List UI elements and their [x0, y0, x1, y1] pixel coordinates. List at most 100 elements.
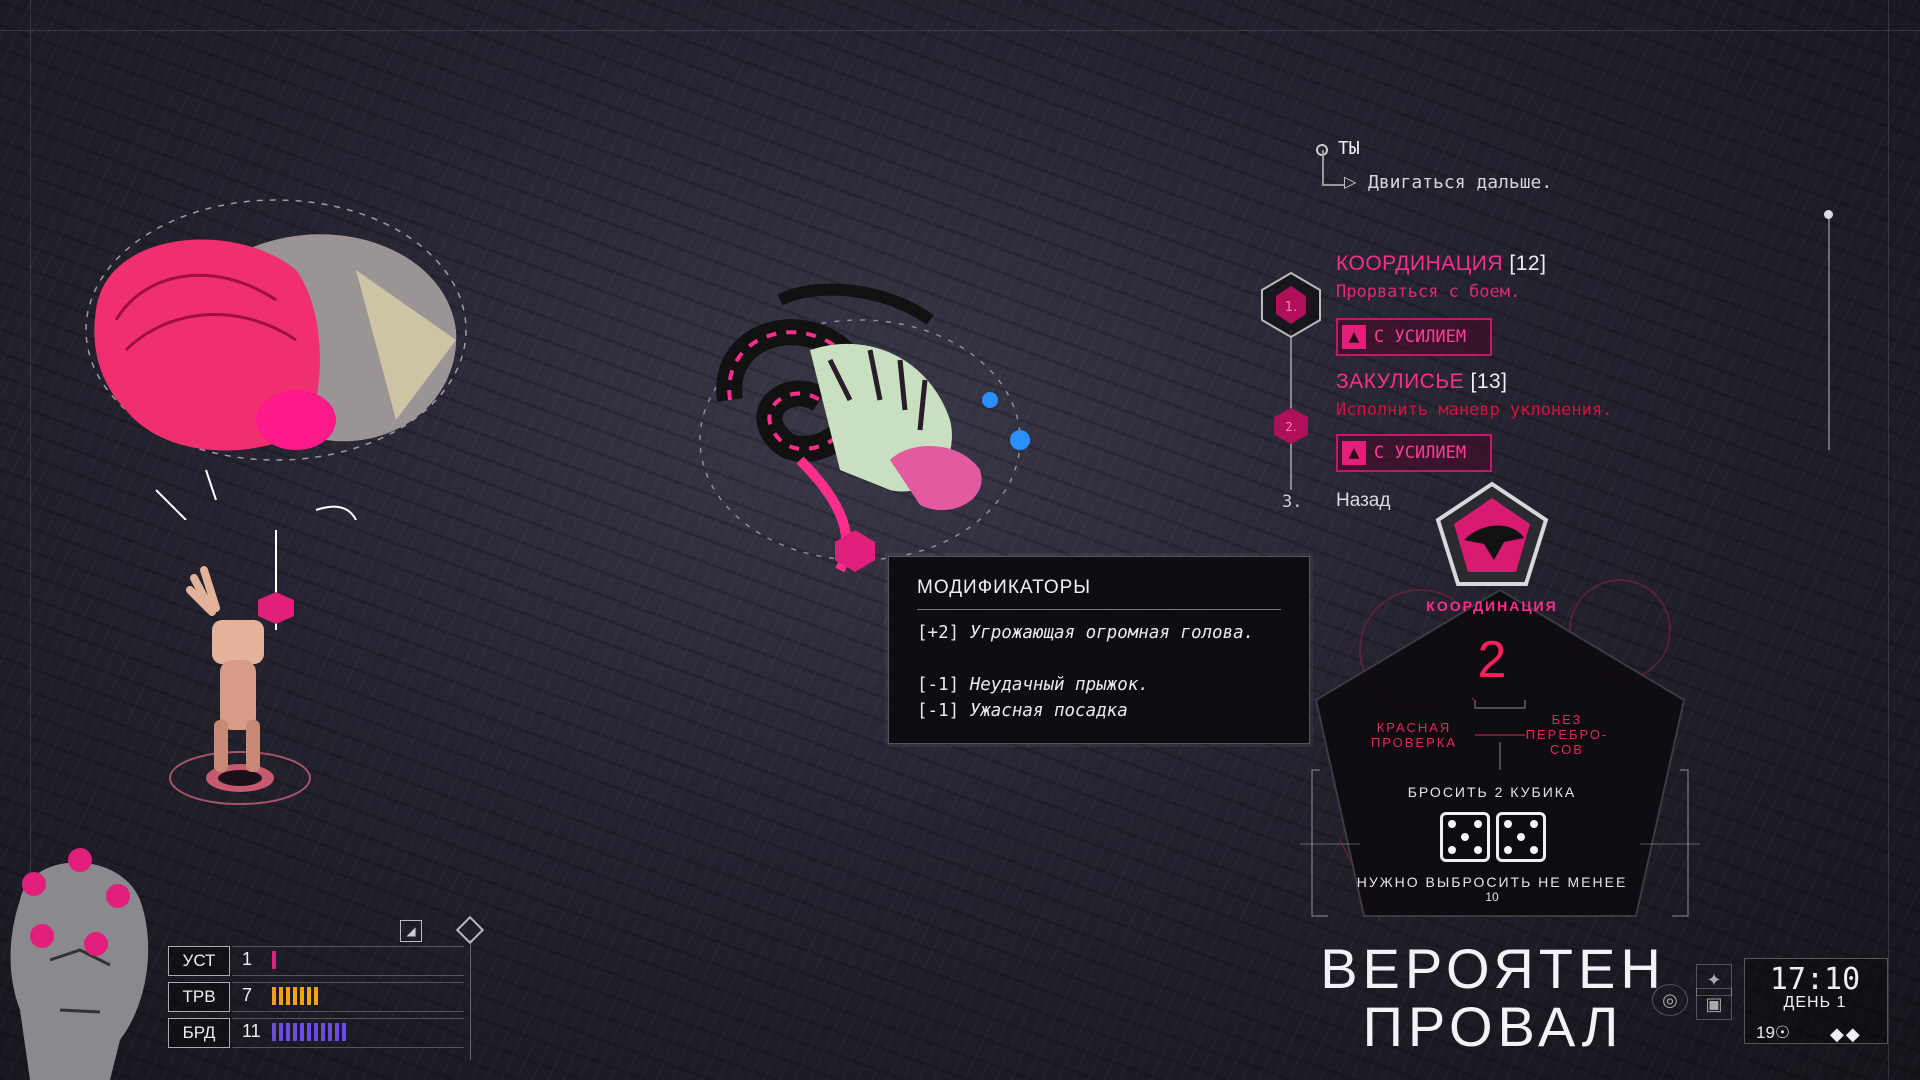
stat-value: 1 [242, 949, 253, 969]
stat-bar [272, 951, 276, 969]
money-counter: 19☉ [1756, 1023, 1791, 1042]
target-roll-value: 10 [1485, 890, 1499, 904]
option-2-skill-name: ЗАКУЛИСЬЕ [1336, 370, 1465, 393]
skill-check-panel [1300, 579, 1700, 920]
modifier-row: [-1] Неудачный прыжок. [917, 675, 1149, 695]
character-portrait[interactable] [0, 840, 160, 1080]
stat-level-tick [300, 987, 304, 1005]
option-3-number: 3. [1282, 492, 1303, 512]
svg-text:2.: 2. [1285, 420, 1296, 434]
health-morale-icon: ◆◆ [1830, 1024, 1862, 1045]
clock-time: 17:10 [1769, 962, 1861, 997]
player-figure [169, 530, 311, 805]
stat-level-tick [293, 987, 297, 1005]
modifier-value: [+2] [917, 623, 960, 643]
dialogue-scroll-knob[interactable] [1824, 210, 1833, 219]
stat-name: БРД [168, 1018, 230, 1048]
stat-track [232, 1018, 464, 1048]
red-check-label: КРАСНАЯ ПРОВЕРКА [1370, 720, 1458, 750]
stat-level-tick [321, 1023, 325, 1041]
speaker-name: ТЫ [1338, 138, 1360, 159]
stat-track [232, 946, 464, 976]
modifier-text: Ужасная посадка [969, 701, 1128, 721]
modifier-value: [-1] [917, 701, 960, 721]
option-2-hex-marker: 2. [1274, 408, 1308, 444]
svg-text:1.: 1. [1285, 300, 1297, 315]
modifiers-divider [917, 609, 1281, 610]
modifier-text: Неудачный прыжок. [969, 675, 1149, 695]
die-icon [1496, 812, 1546, 862]
modifier-row: [+2] Угрожающая огромная голова. [917, 623, 1270, 643]
option-2-effort-button[interactable]: ▲ С УСИЛИЕМ [1336, 434, 1492, 472]
stat-track [232, 982, 464, 1012]
stat-bar [272, 1023, 346, 1041]
no-retries-label: БЕЗ ПЕРЕБРО-СОВ [1525, 712, 1609, 757]
option-1-effort-label: С УСИЛИЕМ [1374, 327, 1467, 347]
option-1-difficulty: [12] [1509, 252, 1547, 275]
stat-row-endurance: УСТ 1 [168, 946, 468, 976]
stat-value: 11 [242, 1021, 261, 1041]
effort-icon: ▲ [1342, 325, 1366, 349]
option-2-skill[interactable]: ЗАКУЛИСЬЕ [13] [1336, 370, 1508, 394]
verdict-line-1: ВЕРОЯТЕН [1320, 937, 1666, 1000]
stat-row-nerve: ТРВ 7 [168, 982, 468, 1012]
hud-frame-left [30, 0, 31, 1080]
stat-level-tick [293, 1023, 297, 1041]
option-2-text[interactable]: Исполнить маневр уклонения. [1336, 400, 1613, 420]
thought-cabinet-icon[interactable]: ✦ [1696, 964, 1732, 996]
option-2-effort-label: С УСИЛИЕМ [1374, 443, 1467, 463]
stat-level-tick [307, 1023, 311, 1041]
clock-panel [1744, 958, 1888, 1044]
clock-day: ДЕНЬ 1 [1783, 994, 1847, 1011]
stat-level-tick [286, 1023, 290, 1041]
stats-divider [470, 940, 471, 1060]
verdict-line-2: ПРОВАЛ [1362, 995, 1624, 1058]
modifier-value: [-1] [917, 675, 960, 695]
stat-level-tick [279, 1023, 283, 1041]
stat-level-tick [342, 1023, 346, 1041]
stat-name: ТРВ [168, 982, 230, 1012]
hud-frame-right [1888, 0, 1889, 1080]
dialogue-connector [1322, 150, 1324, 186]
option-2-difficulty: [13] [1470, 370, 1508, 393]
previous-dialogue-line: Двигаться дальше. [1368, 172, 1553, 193]
stat-level-tick [328, 1023, 332, 1041]
die-icon [1440, 812, 1490, 862]
settings-icon[interactable]: ◎ [1652, 984, 1688, 1016]
modifier-row: [-1] Ужасная посадка [917, 701, 1128, 721]
stat-value: 7 [242, 985, 253, 1005]
stat-level-tick [300, 1023, 304, 1041]
stat-level-tick [335, 1023, 339, 1041]
target-roll-label: НУЖНО ВЫБРОСИТЬ НЕ МЕНЕЕ [1356, 874, 1628, 890]
stat-bar [272, 987, 318, 1005]
tiger-serpent-illustration [699, 283, 1030, 573]
check-value: 2 [1477, 631, 1507, 689]
arrow-right-icon: ▷ [1344, 172, 1357, 191]
stat-level-tick [272, 987, 276, 1005]
stat-row-mind: БРД 11 [168, 1018, 468, 1048]
check-verdict: ВЕРОЯТЕН ПРОВАЛ [1310, 940, 1676, 1056]
check-skill-name: КООРДИНАЦИЯ [1426, 598, 1558, 614]
modifiers-title: МОДИФИКАТОРЫ [917, 577, 1092, 598]
option-1-effort-button[interactable]: ▲ С УСИЛИЕМ [1336, 318, 1492, 356]
roll-dice-label: БРОСИТЬ 2 КУБИКА [1407, 784, 1577, 800]
stat-level-tick [307, 987, 311, 1005]
stat-level-tick [279, 987, 283, 1005]
option-3-back[interactable]: Назад [1336, 490, 1391, 511]
skull-thought-illustration [85, 199, 467, 520]
map-icon[interactable]: ◢ [400, 920, 422, 942]
modifiers-tooltip: МОДИФИКАТОРЫ [+2] Угрожающая огромная го… [888, 556, 1310, 744]
coordination-skill-badge [1435, 481, 1549, 586]
effort-icon: ▲ [1342, 441, 1366, 465]
option-1-skill-name: КООРДИНАЦИЯ [1336, 252, 1504, 275]
stat-level-tick [272, 1023, 276, 1041]
hud-frame-top [0, 30, 1920, 31]
stat-level-tick [272, 951, 276, 969]
option-1-text[interactable]: Прорваться с боем. [1336, 282, 1521, 302]
dialogue-scrollbar[interactable] [1828, 210, 1830, 450]
dialogue-connector [1322, 184, 1344, 186]
stat-level-tick [286, 987, 290, 1005]
inventory-icon[interactable]: ▣ [1696, 988, 1732, 1020]
stat-name: УСТ [168, 946, 230, 976]
option-1-skill[interactable]: КООРДИНАЦИЯ [12] [1336, 252, 1546, 276]
